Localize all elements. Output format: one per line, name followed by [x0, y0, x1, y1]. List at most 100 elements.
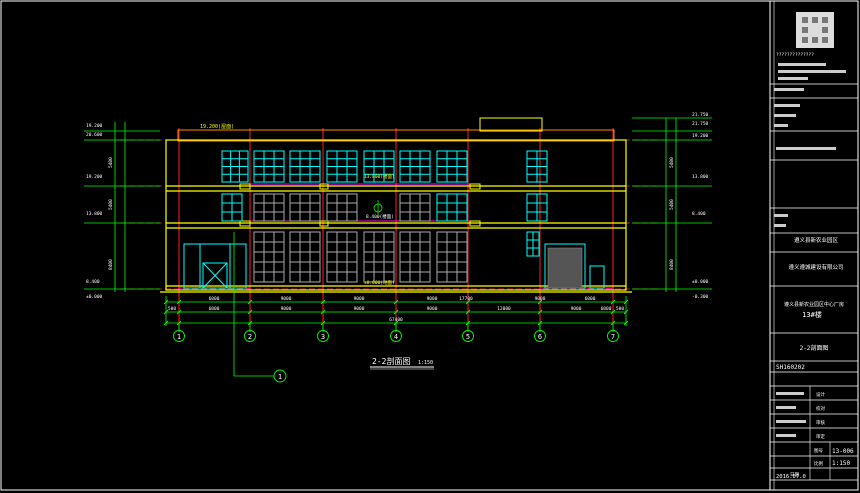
window-22 — [526, 231, 540, 257]
detail-marker-number: 1 — [278, 373, 282, 381]
upper-dim-7: 6000 — [585, 296, 596, 302]
dimension-tick — [247, 309, 253, 315]
window-frame — [399, 231, 431, 283]
upper-dim-1: 6000 — [209, 296, 220, 302]
upper-dim-5: 17700 — [459, 296, 473, 302]
right-elevation-2: 19.200 — [692, 133, 709, 139]
dimension-tick — [176, 309, 182, 315]
title-block-columns — [809, 386, 831, 480]
dimension-tick — [610, 309, 616, 315]
right-elevation-5: ±0.000 — [692, 279, 709, 285]
scale-label: 比例 — [814, 460, 823, 467]
client-line: 遵义县新农业园区 — [794, 236, 839, 244]
right-story-height-3: 8400 — [669, 259, 675, 270]
window-16 — [253, 231, 285, 283]
left-elevation-5: ±0.000 — [86, 294, 103, 300]
window-18 — [326, 231, 358, 283]
dimension-tick — [610, 299, 616, 305]
dimension-tick — [537, 299, 543, 305]
left-story-height-3: 8400 — [108, 259, 114, 270]
inner-label-3: ±0.000(地面) — [364, 279, 395, 286]
dimension-tick — [320, 299, 326, 305]
upper-dim-3: 9000 — [354, 296, 365, 302]
left-total-label: 19.200 — [86, 123, 103, 129]
roof-penthouse — [479, 117, 543, 132]
lower-dim-6: 9000 — [571, 306, 582, 312]
grid-axis-lines — [178, 128, 614, 332]
axis-bubble-circle — [173, 330, 185, 342]
right-dimension-lines — [632, 117, 712, 292]
left-elevation-4: 8.400 — [86, 279, 100, 285]
date-label: 日期 — [790, 472, 799, 478]
window-6 — [399, 150, 431, 183]
dimension-tick — [320, 309, 326, 315]
upper-dim-2: 9000 — [281, 296, 292, 302]
axis-bubble-label: 5 — [466, 333, 470, 341]
dimension-tick — [393, 309, 399, 315]
window-20 — [399, 231, 431, 283]
end-dim-right: 500 — [616, 306, 624, 312]
upper-dimension-values: 6000 9000 9000 9000 17700 9000 6000 500 … — [168, 296, 624, 312]
dimension-tick — [176, 299, 182, 305]
window-frame — [436, 231, 468, 283]
left-story-height-2: 5400 — [108, 199, 114, 210]
window-frame — [363, 231, 395, 283]
window-frame — [436, 193, 468, 222]
right-elevation-3: 13.800 — [692, 174, 709, 180]
date-value: 2016.07.0 — [776, 474, 806, 480]
sheet-no-label: 图号 — [814, 448, 823, 454]
drawing-title: 2-2剖面图 — [372, 356, 410, 366]
right-story-heights: 5400 5400 8400 — [669, 157, 675, 270]
axis-bubble-circle — [462, 330, 474, 342]
window-4 — [326, 150, 358, 183]
right-total-label: 21.750 — [692, 112, 709, 118]
lower-dim-3: 9000 — [354, 306, 365, 312]
right-elevation-markers: 21.750 21.750 19.200 13.800 8.400 ±0.000… — [692, 112, 709, 300]
axis-bubble-circle — [607, 330, 619, 342]
rolling-shutter-door — [544, 243, 586, 289]
right-elevation-1: 21.750 — [692, 121, 709, 127]
title-block-text-bars — [774, 63, 846, 227]
left-elevation-1: 20.600 — [86, 132, 103, 138]
left-elevation-2: 19.200 — [86, 174, 103, 180]
axis-bubble-circle — [390, 330, 402, 342]
role-approve: 审定 — [816, 433, 825, 440]
drawing-scale: 1:150 — [418, 360, 433, 366]
side-door — [589, 265, 605, 289]
left-story-height-1: 5400 — [108, 157, 114, 168]
title-block: ?????????????? — [770, 12, 858, 481]
window-frame — [326, 193, 358, 222]
upper-dim-4: 9000 — [427, 296, 438, 302]
window-9 — [221, 193, 243, 222]
sheet-number: 13-006 — [832, 448, 854, 455]
window-frame — [253, 193, 285, 222]
window-2 — [253, 150, 285, 183]
window-10 — [253, 193, 285, 222]
lower-dimension-values: 6000 9000 9000 9000 12000 9000 6000 — [209, 306, 612, 312]
window-15 — [526, 193, 548, 222]
dimension-tick — [537, 309, 543, 315]
window-3 — [289, 150, 321, 183]
roof-elevation-label: 19.200(屋面) — [200, 124, 234, 130]
drawing-number: SH160202 — [776, 364, 805, 371]
dimension-tick — [163, 309, 169, 315]
role-check: 校对 — [816, 405, 825, 412]
window-frame — [289, 193, 321, 222]
window-frame — [399, 193, 431, 222]
dimension-tick — [623, 320, 629, 326]
right-elevation-4: 8.400 — [692, 211, 706, 217]
lower-dim-1: 6000 — [209, 306, 220, 312]
axis-bubble-label: 2 — [248, 333, 252, 341]
title-block-rules — [770, 83, 858, 481]
dimension-tick — [247, 299, 253, 305]
building-number: 13#楼 — [802, 310, 822, 319]
dimension-tick — [465, 309, 471, 315]
window-group — [221, 150, 548, 283]
axis-bubble-circle — [244, 330, 256, 342]
title-block-note: ?????????????? — [776, 52, 814, 58]
window-19 — [363, 231, 395, 283]
building-section: 19.200(屋面) 13.800(楼面) 8.400(楼面) ±0.000(地… — [120, 117, 660, 332]
window-frame — [326, 231, 358, 283]
